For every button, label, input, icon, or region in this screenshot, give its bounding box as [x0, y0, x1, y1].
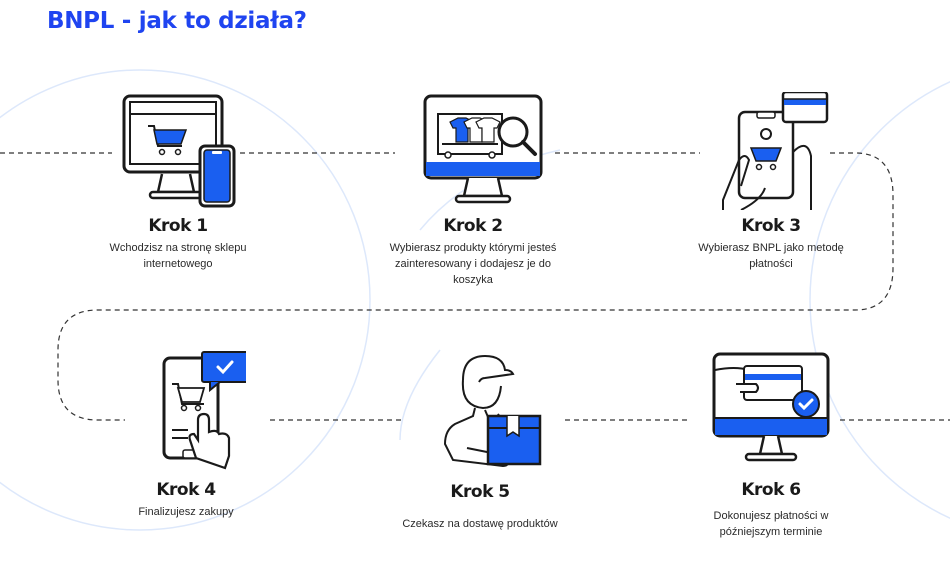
step-description: Wchodzisz na stronę sklepu internetowego — [109, 242, 247, 270]
step-description: Czekasz na dostawę produktów — [402, 518, 558, 530]
bg-circle-right — [809, 81, 950, 519]
monitor-card-check-icon — [712, 352, 830, 462]
step-heading: Krok 1 — [148, 216, 208, 236]
step-heading: Krok 6 — [741, 480, 801, 500]
step-1: Krok 1 Wchodzisz na stronę sklepu intern… — [78, 92, 278, 272]
monitor-clothes-search-icon — [423, 94, 543, 204]
step-heading: Krok 3 — [741, 216, 801, 236]
desktop-phone-cart-icon — [122, 94, 236, 208]
step-heading: Krok 5 — [450, 482, 510, 502]
step-3: Krok 3 Wybierasz BNPL jako metodę płatno… — [671, 92, 871, 272]
courier-package-icon — [443, 354, 542, 468]
step-4: Krok 4 Finalizujesz zakupy — [86, 348, 286, 520]
bg-circle-left — [0, 69, 371, 531]
step-heading: Krok 2 — [443, 216, 503, 236]
step-2: Krok 2 Wybierasz produkty którymi jesteś… — [373, 92, 573, 288]
step-heading: Krok 4 — [156, 480, 216, 500]
step-description: Wybierasz produkty którymi jesteś zainte… — [389, 242, 557, 286]
bg-arc-lower — [399, 349, 441, 441]
phone-checkout-tap-icon — [162, 351, 246, 470]
step-5: Krok 5 Czekasz na dostawę produktów — [380, 350, 580, 532]
flow-path-dashed — [0, 152, 950, 421]
phone-card-hand-icon — [722, 92, 829, 210]
step-6: Krok 6 Dokonujesz płatności w późniejszy… — [671, 348, 871, 540]
step-description: Dokonujesz płatności w późniejszym termi… — [713, 510, 829, 538]
step-description: Wybierasz BNPL jako metodę płatności — [698, 242, 844, 270]
step-description: Finalizujesz zakupy — [138, 506, 234, 518]
page-title: BNPL - jak to działa? — [47, 8, 307, 34]
